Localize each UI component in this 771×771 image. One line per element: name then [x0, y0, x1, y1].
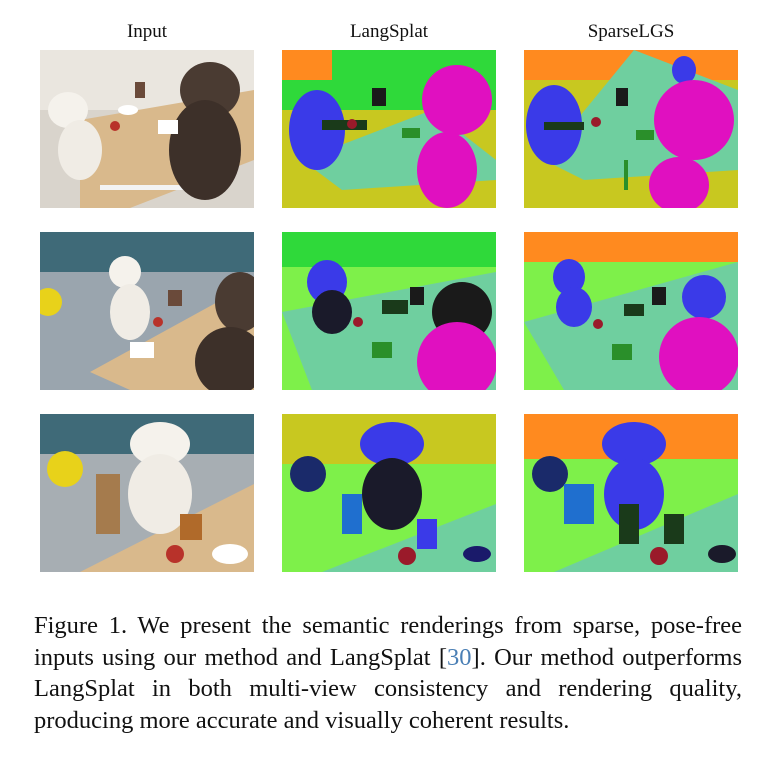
- langsplat-render-row-1: [282, 50, 496, 208]
- input-image-row-1: [40, 50, 254, 208]
- sparselgs-render-row-1: [524, 50, 738, 208]
- input-image-row-3: [40, 414, 254, 572]
- column-header-langsplat: LangSplat: [349, 21, 429, 42]
- caption-text-after-cite: ]. Our method outperforms LangSplat in b…: [34, 643, 743, 734]
- input-image-row-2: [40, 232, 254, 390]
- column-header-sparselgs: SparseLGS: [587, 21, 675, 42]
- sparselgs-render-row-2: [524, 232, 738, 390]
- sparselgs-render-row-3: [524, 414, 738, 572]
- caption-label: Figure 1.: [34, 612, 128, 639]
- caption-text-before-cite: We present the semantic renderings from …: [34, 612, 743, 671]
- citation-link[interactable]: 30: [447, 643, 472, 671]
- langsplat-render-row-2: [282, 232, 496, 390]
- figure-caption: Figure 1. We present the semantic render…: [34, 610, 742, 736]
- column-header-input: Input: [126, 21, 168, 42]
- langsplat-render-row-3: [282, 414, 496, 572]
